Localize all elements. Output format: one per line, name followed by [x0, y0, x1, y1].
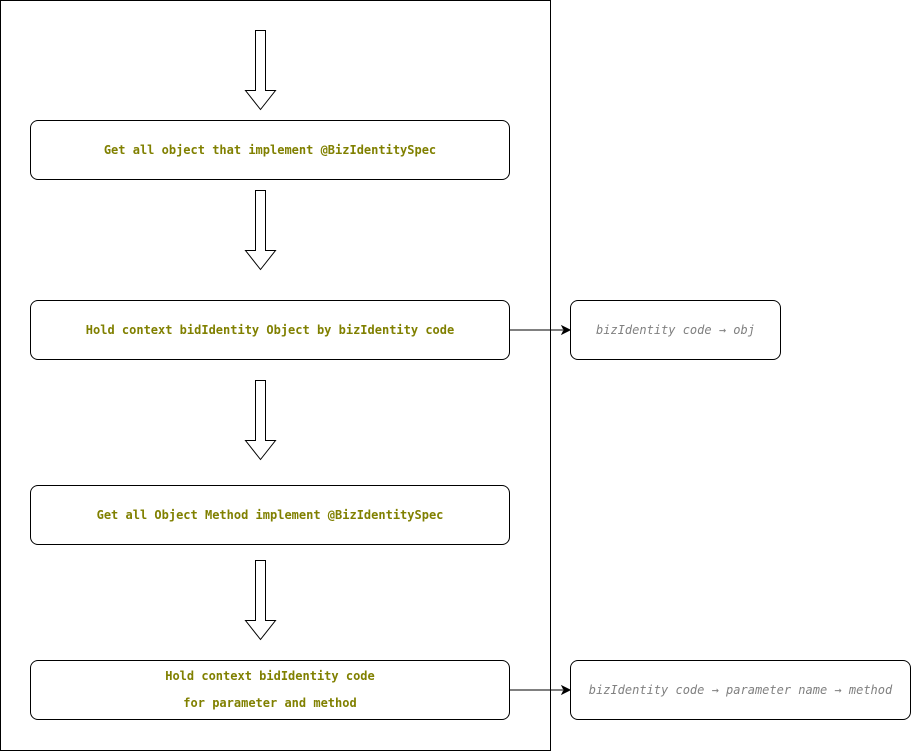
mapping-note-2-label: bizIdentity code → parameter name → meth…	[588, 683, 893, 697]
step-box-1: Get all object that implement @BizIdenti…	[30, 120, 510, 180]
step-box-3: Get all Object Method implement @BizIden…	[30, 485, 510, 545]
down-arrow-3	[244, 380, 277, 461]
step-label-2: Hold context bidIdentity Object by bizId…	[85, 322, 455, 337]
mapping-note-2: bizIdentity code → parameter name → meth…	[570, 660, 911, 720]
mapping-note-1: bizIdentity code → obj	[570, 300, 781, 360]
connector-arrowhead-1	[560, 324, 572, 336]
step-label-4-line-2: for parameter and method	[183, 696, 357, 710]
step-label-1: Get all object that implement @BizIdenti…	[103, 142, 437, 157]
step-label-3: Get all Object Method implement @BizIden…	[96, 507, 444, 522]
connector-arrowhead-2	[560, 684, 572, 696]
down-arrow-2	[244, 190, 277, 271]
step-box-2: Hold context bidIdentity Object by bizId…	[30, 300, 510, 360]
mapping-note-1-label: bizIdentity code → obj	[596, 323, 755, 337]
down-arrow-4	[244, 560, 277, 641]
step-box-4: Hold context bidIdentity code for parame…	[30, 660, 510, 720]
step-label-4-line-1: Hold context bidIdentity code	[165, 669, 375, 683]
down-arrow-1	[244, 30, 277, 111]
